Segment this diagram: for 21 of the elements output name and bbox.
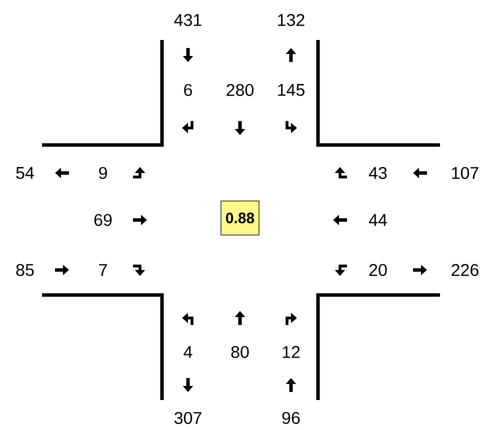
volume-label: 20 (369, 264, 387, 276)
volume-label: 280 (226, 84, 254, 96)
ratio-box: 0.88 (220, 200, 260, 236)
volume-label: 43 (368, 166, 387, 180)
volume-label: 44 (368, 214, 387, 226)
volume-label: 96 (282, 412, 300, 424)
volume-label: 69 (94, 214, 112, 226)
volume-label: 307 (174, 412, 202, 424)
volume-label: 85 (16, 264, 34, 276)
volume-label: 80 (231, 346, 249, 358)
volume-label: 6 (184, 84, 192, 96)
volume-label: 145 (278, 84, 304, 96)
volume-label: 431 (174, 14, 202, 26)
volume-label: 9 (99, 166, 107, 180)
volume-label: 7 (99, 264, 107, 276)
volume-label: 4 (184, 346, 192, 358)
volume-label: 107 (452, 166, 478, 180)
volume-label: 12 (282, 346, 300, 358)
volume-label: 132 (278, 14, 304, 26)
volume-label: 226 (452, 264, 478, 276)
volume-label: 54 (16, 167, 34, 179)
